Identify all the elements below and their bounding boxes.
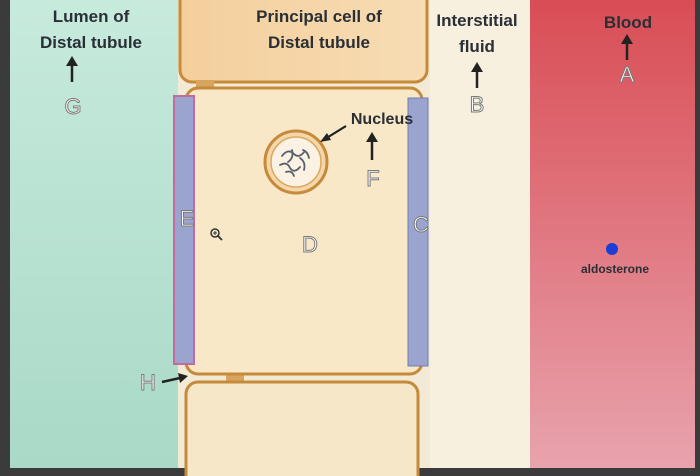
tight-junction-bottom (226, 372, 244, 382)
zoom-cursor-icon (210, 228, 223, 241)
bottom-cell (184, 380, 420, 476)
label-b: B (469, 92, 485, 117)
basolateral-membrane (407, 97, 429, 367)
label-e: E (179, 206, 195, 231)
arrow-a-head (621, 34, 633, 44)
arrow-b-head (471, 62, 483, 72)
label-g: G (64, 94, 82, 119)
label-h: H (140, 370, 157, 395)
interstitial-region (430, 0, 530, 468)
nucleus-inner (270, 136, 322, 188)
label-f: F (366, 166, 380, 191)
nucleus-label: Nucleus (350, 111, 414, 128)
blood-label: Blood (603, 13, 653, 32)
chromatin (279, 149, 310, 177)
apical-membrane (173, 95, 195, 365)
arrow-g-head (66, 56, 78, 66)
arrow-h-head (178, 373, 188, 383)
arrow-h (161, 376, 181, 384)
blood-region (530, 0, 695, 468)
top-cell (178, 0, 429, 84)
interstitial-label: Interstitial fluid (436, 11, 518, 56)
aldosterone-label: aldosterone (580, 262, 649, 276)
lumen-region (10, 0, 178, 468)
nucleus-pointer-head (320, 133, 331, 142)
label-d: D (302, 232, 319, 257)
label-c: C (413, 212, 430, 237)
aldosterone-dot (606, 243, 618, 255)
lumen-label: Lumen of Distal tubule (39, 7, 142, 52)
label-a: A (619, 62, 635, 87)
arrow-f-head (366, 132, 378, 142)
principal-cell-label: Principal cell of Distal tubule (256, 7, 382, 52)
tight-junction-top (196, 80, 214, 90)
